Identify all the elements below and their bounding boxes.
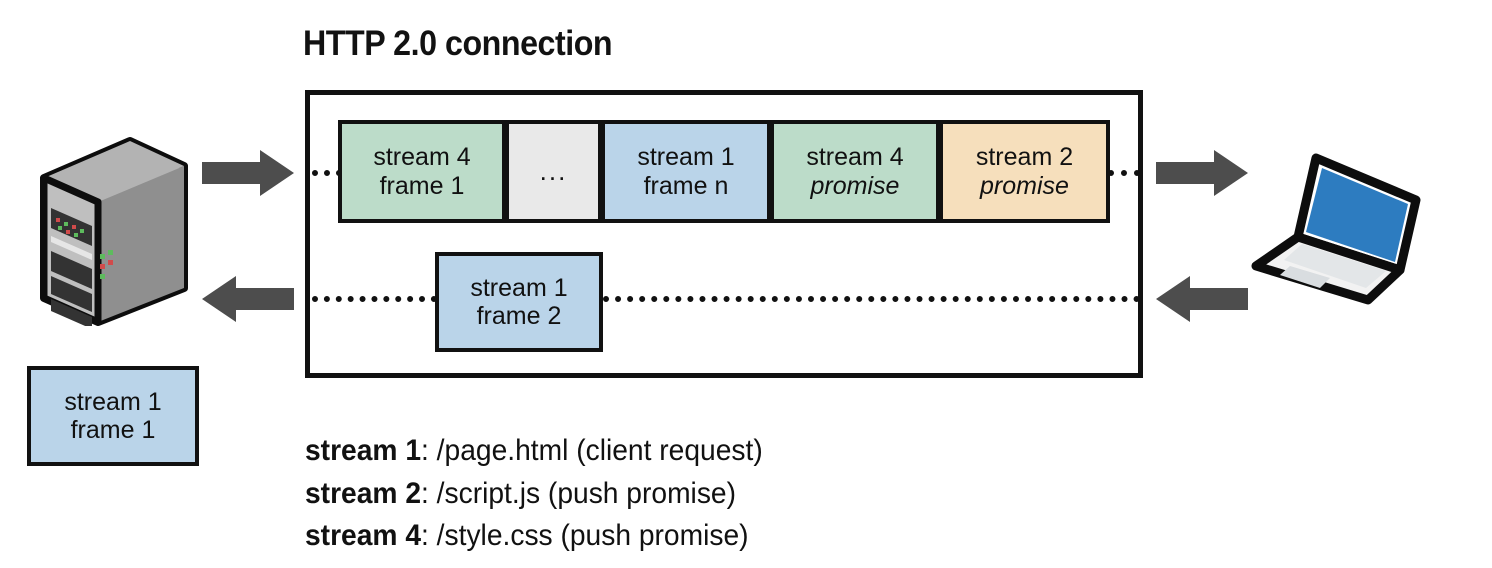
frame-line-2: promise: [980, 171, 1069, 200]
stream-lane-bottom-left: [312, 296, 437, 302]
frame-line-1: stream 2: [975, 143, 1074, 171]
frame-line-2: frame 1: [379, 171, 465, 200]
server-icon: [36, 136, 191, 329]
stream-lane-top-right: [1108, 170, 1140, 176]
legend-label: stream 4: [305, 519, 422, 553]
arrow-right-icon: [202, 150, 294, 196]
frame-line-1: stream 1: [470, 273, 568, 302]
frame-line-2: frame n: [643, 171, 729, 200]
frame-line-2: promise: [810, 171, 900, 200]
legend-label: stream 2: [305, 476, 422, 510]
frame-stream1-frame1[interactable]: stream 1 frame 1: [27, 366, 199, 466]
stream-lane-bottom-right: [603, 296, 1140, 302]
arrow-right-icon: [1156, 150, 1248, 196]
legend-label: stream 1: [305, 434, 422, 467]
legend-item-stream4: stream 4: /style.css (push promise): [305, 515, 763, 558]
legend: stream 1: /page.html (client request) st…: [305, 430, 792, 558]
frame-ellipsis[interactable]: ...: [505, 120, 602, 223]
frame-stream4-promise[interactable]: stream 4 promise: [770, 120, 940, 223]
stream-lane-top-left: [312, 170, 342, 176]
frame-stream2-promise[interactable]: stream 2 promise: [939, 120, 1110, 223]
arrow-left-icon: [1156, 276, 1248, 322]
frame-line-1: stream 1: [64, 387, 162, 416]
arrow-left-icon: [202, 276, 294, 322]
legend-value: : /page.html (client request): [421, 434, 763, 467]
frame-line-2: frame 1: [70, 416, 156, 444]
frame-line-2: frame 2: [476, 302, 562, 330]
legend-item-stream1: stream 1: /page.html (client request): [305, 430, 763, 473]
legend-value: : /script.js (push promise): [421, 476, 737, 510]
frame-line-1: stream 1: [637, 143, 735, 171]
frame-line-1: stream 4: [373, 143, 471, 171]
frame-stream4-frame1[interactable]: stream 4 frame 1: [338, 120, 506, 223]
page-title: HTTP 2.0 connection: [303, 24, 613, 63]
frame-line-1: stream 4: [806, 143, 904, 171]
frame-line-1: ...: [539, 155, 568, 186]
frame-stream1-frame2[interactable]: stream 1 frame 2: [435, 252, 603, 352]
legend-value: : /style.css (push promise): [421, 519, 749, 553]
legend-item-stream2: stream 2: /script.js (push promise): [305, 473, 763, 516]
laptop-icon: [1250, 140, 1435, 315]
frame-stream1-framen[interactable]: stream 1 frame n: [601, 120, 771, 223]
